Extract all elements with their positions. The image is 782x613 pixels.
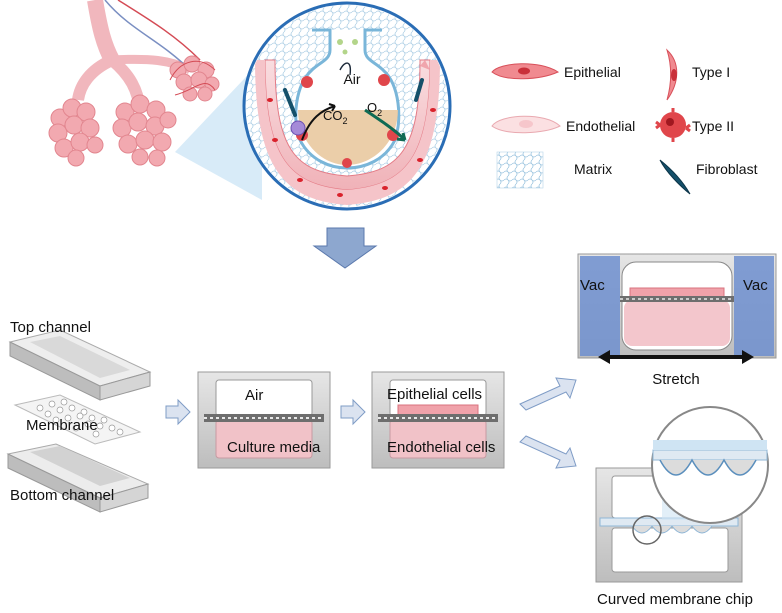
curved-membrane-chip	[595, 406, 769, 583]
legend-label-fibroblast: Fibroblast	[696, 161, 758, 177]
legend-label-matrix: Matrix	[574, 161, 612, 177]
type-ii-cell-icon	[655, 108, 691, 142]
exploded-chip	[6, 329, 152, 513]
o2-label: O2	[367, 100, 382, 118]
down-right-arrow-icon	[519, 435, 577, 469]
vac-right-label: Vac	[743, 277, 768, 294]
legend-label-type-i: Type I	[692, 64, 730, 80]
down-arrow-icon	[312, 227, 378, 269]
legend-label-endothelial: Endothelial	[566, 118, 635, 134]
stretch-chip	[577, 253, 777, 359]
bottom-channel-label: Bottom channel	[10, 487, 114, 504]
up-right-arrow-icon	[519, 377, 577, 411]
stretch-arrow-icon	[598, 350, 754, 364]
fibroblast-icon	[659, 159, 691, 195]
step-arrow-icon	[165, 398, 191, 426]
vac-left-label: Vac	[580, 277, 605, 294]
matrix-icon	[496, 151, 544, 189]
endothelial-cells-label: Endothelial cells	[387, 439, 495, 456]
type-i-cell-icon	[665, 48, 678, 101]
legend-label-epithelial: Epithelial	[564, 64, 621, 80]
step2-media-label: Culture media	[227, 439, 321, 456]
endothelial-cell-icon	[491, 115, 561, 134]
cell-layers-chip	[371, 371, 505, 469]
alveolus-zoom-circle: Air CO2 O2	[242, 1, 452, 211]
step-arrow-icon	[340, 398, 366, 426]
curved-membrane-chip-label: Curved membrane chip	[597, 591, 753, 608]
top-channel-label: Top channel	[10, 319, 91, 336]
membrane-label: Membrane	[26, 417, 98, 434]
step2-air-label: Air	[245, 387, 263, 404]
stretch-label: Stretch	[652, 371, 700, 388]
epithelial-cells-label: Epithelial cells	[387, 386, 482, 403]
bubble-air-label: Air	[343, 71, 360, 87]
lung-illustration	[48, 0, 262, 200]
legend-label-type-ii: Type II	[692, 118, 734, 134]
co2-label: CO2	[323, 108, 348, 126]
air-media-chip	[197, 371, 331, 469]
epithelial-cell-icon	[491, 63, 560, 80]
cell-legend: Epithelial Type I Endothelial Type II Ma…	[491, 48, 758, 195]
